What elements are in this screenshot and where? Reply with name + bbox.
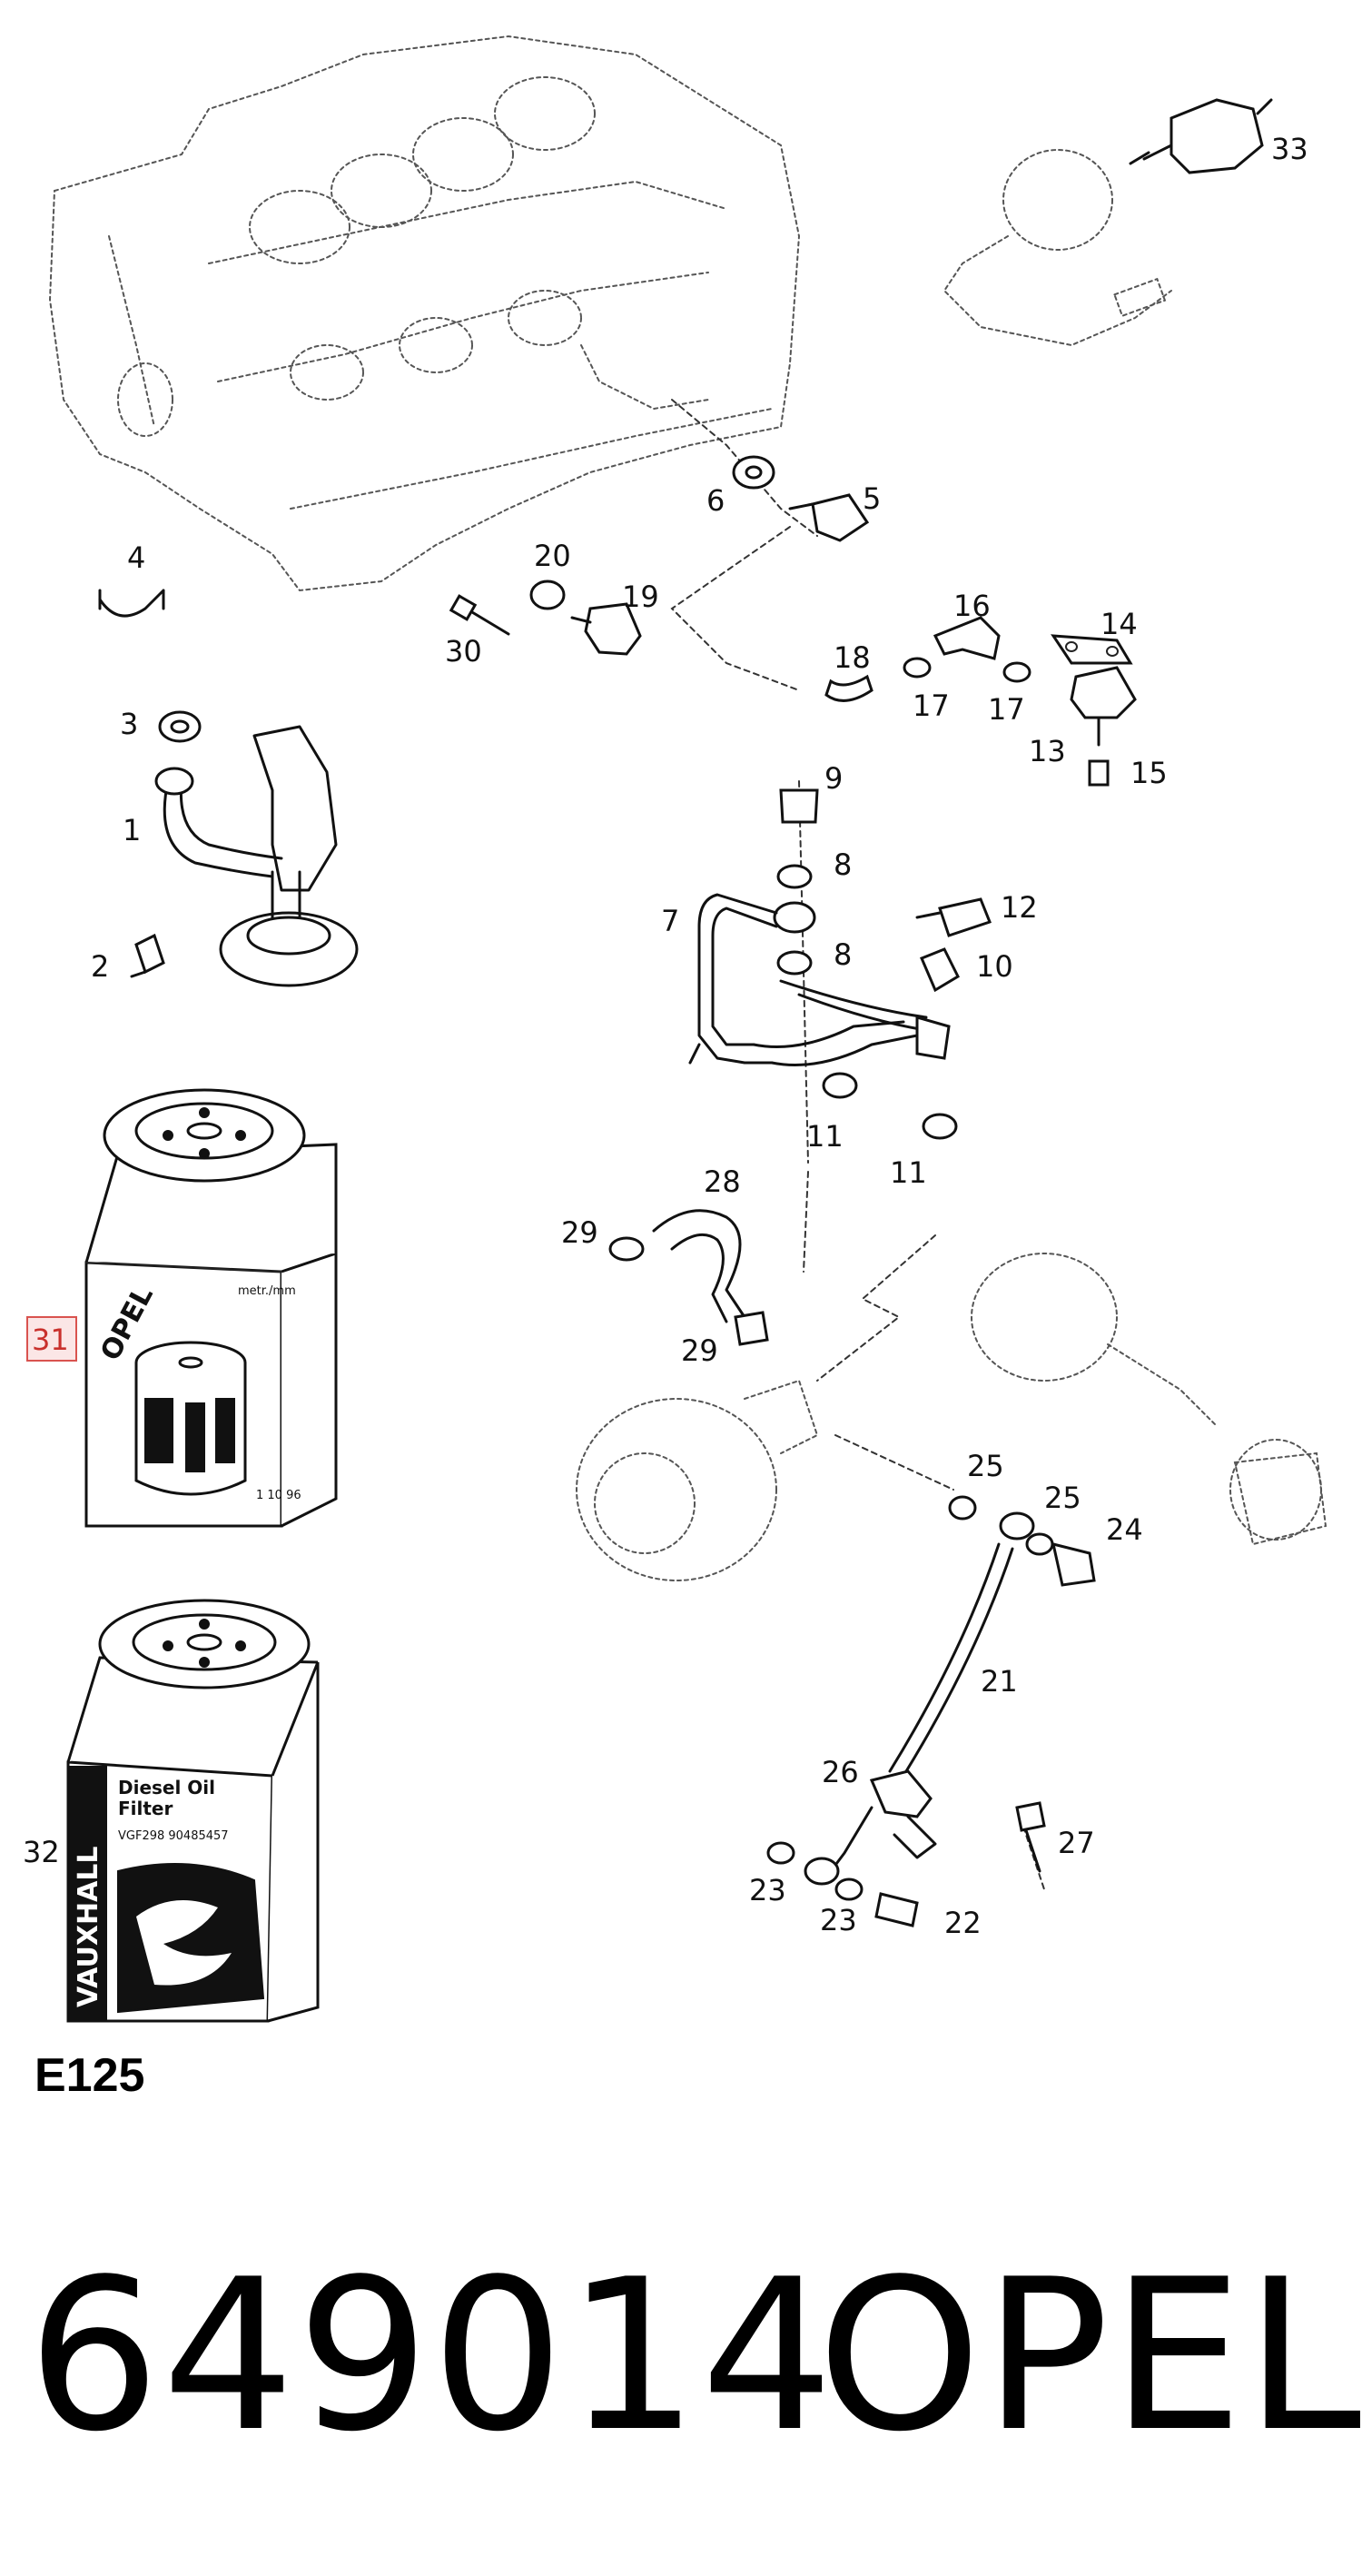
callout-3: 3 (120, 707, 138, 741)
callout-11a: 11 (806, 1119, 844, 1154)
callout-9: 9 (824, 761, 843, 796)
brand-name: OPEL (817, 2235, 1362, 2478)
callout-17a: 17 (913, 689, 950, 723)
filter-32-title-line2: Filter (118, 1798, 173, 1819)
callout-12: 12 (1001, 890, 1038, 925)
alternator-turbo-drawing (576, 1253, 1327, 1581)
callout-24: 24 (1106, 1512, 1143, 1547)
callout-8a: 8 (834, 847, 852, 882)
parts-upper-middle (98, 455, 870, 656)
callout-21: 21 (981, 1664, 1018, 1699)
callout-13: 13 (1029, 734, 1066, 768)
callout-1: 1 (123, 813, 141, 847)
callout-28: 28 (704, 1164, 741, 1199)
sensor-33-drawing (943, 98, 1273, 347)
callout-30: 30 (445, 634, 482, 669)
callout-29b: 29 (681, 1333, 718, 1368)
callout-26: 26 (822, 1755, 859, 1789)
callout-25b: 25 (1044, 1481, 1081, 1515)
callout-6: 6 (706, 483, 725, 518)
callout-23a: 23 (749, 1873, 786, 1907)
callout-31-highlight[interactable]: 31 (26, 1316, 77, 1362)
callout-32: 32 (23, 1835, 60, 1869)
callout-7: 7 (661, 904, 679, 938)
callout-10: 10 (976, 949, 1013, 984)
callout-15: 15 (1130, 756, 1168, 790)
callout-29a: 29 (561, 1215, 598, 1250)
exploded-parts-diagram: OPEL metr./mm 1 10 96 VAUXHALL Diesel Oi… (23, 35, 1327, 2023)
callout-5: 5 (863, 481, 881, 516)
oil-pipe-7-drawing (688, 788, 992, 1140)
filter-32-part-text: VGF298 90485457 (118, 1829, 229, 1843)
callout-22: 22 (944, 1906, 982, 1940)
engine-block-drawing (48, 35, 801, 592)
callout-27: 27 (1058, 1826, 1095, 1860)
callout-31[interactable]: 31 (32, 1323, 69, 1357)
callout-17b: 17 (988, 692, 1025, 727)
callout-33: 33 (1271, 132, 1308, 166)
callout-4: 4 (127, 540, 145, 575)
oil-filter-box-31: OPEL metr./mm 1 10 96 (84, 1088, 338, 1528)
pipe-21-drawing (766, 1495, 1096, 1927)
hose-group-drawing (824, 616, 1137, 787)
callout-2: 2 (91, 949, 109, 984)
callout-20: 20 (534, 539, 571, 573)
callout-25a: 25 (967, 1449, 1004, 1483)
oil-filter-box-32: VAUXHALL Diesel Oil Filter VGF298 904854… (66, 1599, 320, 2023)
oil-pickup-drawing (130, 710, 359, 987)
filter-32-title-line1: Diesel Oil (118, 1777, 215, 1798)
filter-31-corner-text: metr./mm (238, 1284, 296, 1298)
diagram-code: E125 (35, 2049, 145, 2102)
filter-32-brand: VAUXHALL (73, 1846, 104, 2007)
filter-31-small-print: 1 10 96 (256, 1489, 301, 1502)
callout-8b: 8 (834, 937, 852, 972)
callout-labels: 1 2 3 4 5 6 7 8 8 9 10 11 11 12 13 14 15… (23, 132, 1308, 1940)
callout-18: 18 (834, 640, 871, 675)
callout-11b: 11 (890, 1155, 927, 1190)
callout-19: 19 (622, 580, 659, 614)
callout-16: 16 (953, 589, 991, 623)
part-number: 649014 (27, 2235, 835, 2478)
callout-14: 14 (1100, 607, 1138, 641)
hose-28-drawing (608, 1209, 769, 1346)
callout-23b: 23 (820, 1903, 857, 1937)
